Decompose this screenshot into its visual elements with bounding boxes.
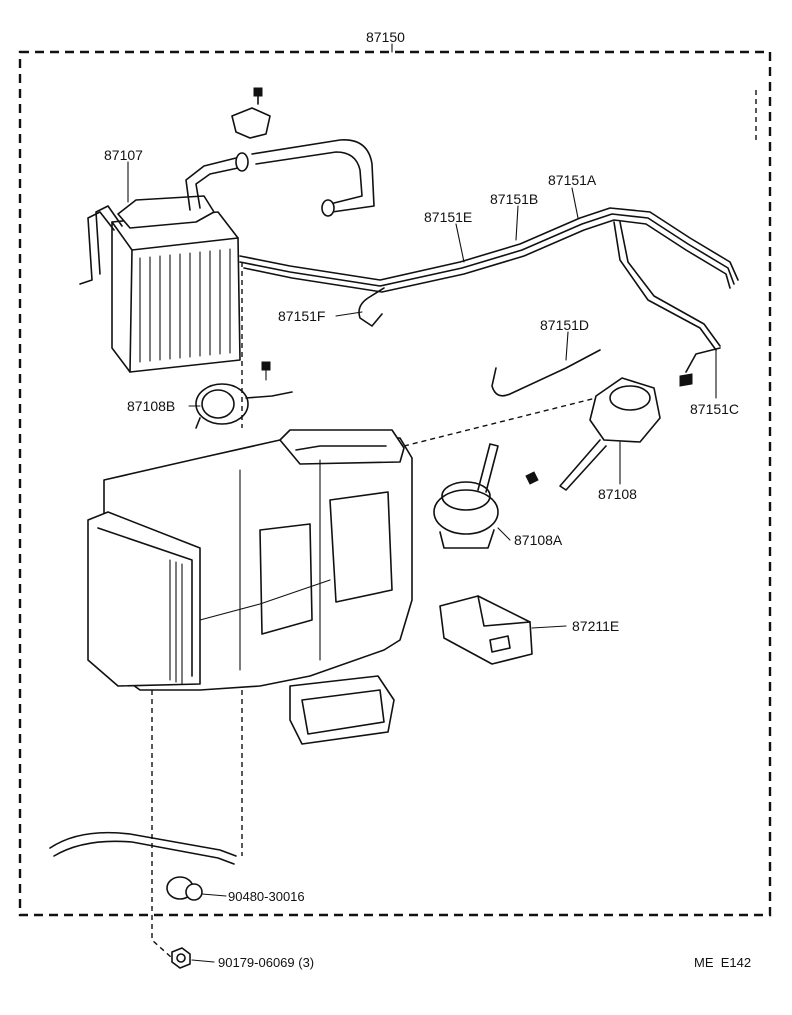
label-hose-a: 87151A (548, 172, 597, 188)
label-leaders (127, 161, 717, 963)
label-nut: 90179-06069 (3) (218, 955, 315, 970)
label-cover: 87211E (572, 618, 620, 634)
label-hose-c: 87151C (690, 401, 740, 417)
leader-87108-dashed (403, 397, 597, 447)
drain-hose-drawing (49, 831, 237, 865)
vacuum-motor-drawing (559, 377, 661, 491)
assembly-boundary (18, 50, 772, 917)
heater-core-drawing (79, 157, 241, 373)
vacuum-motor-a-drawing (433, 443, 539, 549)
label-hose-e: 87151E (424, 209, 473, 225)
grommet-drawing (166, 876, 203, 901)
figure-code: ME E142 (694, 955, 752, 970)
label-heater-core: 87107 (104, 147, 143, 163)
label-grommet: 90480-30016 (228, 889, 305, 904)
label-hose-b: 87151B (490, 191, 539, 207)
dashed-leaders (151, 90, 757, 959)
label-hose-f: 87151F (278, 308, 326, 324)
label-vacuum-motor: 87108 (598, 486, 637, 502)
heater-hose-drawing (231, 87, 375, 217)
heater-unit-drawing (87, 429, 413, 745)
label-assembly-87150: 87150 (366, 29, 405, 45)
label-vacuum-motor-b: 87108B (127, 398, 176, 414)
vacuum-hose-bundle-drawing (239, 207, 739, 397)
label-vacuum-motor-a: 87108A (514, 532, 563, 548)
label-hose-d: 87151D (540, 317, 590, 333)
cover-drawing (439, 595, 533, 665)
vacuum-motor-b-drawing (195, 361, 293, 429)
nut-drawing (171, 947, 191, 969)
